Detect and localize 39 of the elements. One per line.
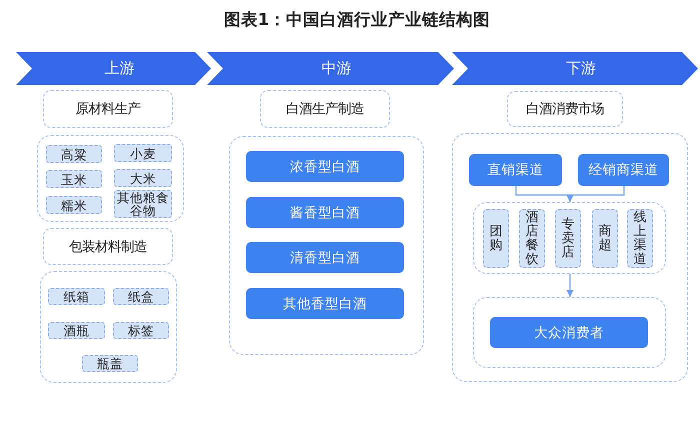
item-tag: 大米 xyxy=(114,169,172,187)
item-tag: 玉米 xyxy=(46,170,102,188)
item-tag: 小麦 xyxy=(114,144,172,162)
process-box: 大众消费者 xyxy=(490,317,648,348)
item-tag: 糯米 xyxy=(46,196,102,214)
group-frame xyxy=(473,202,666,274)
process-box: 其他香型白酒 xyxy=(246,288,404,319)
process-box: 清香型白酒 xyxy=(246,242,404,273)
group-frame xyxy=(229,136,424,355)
category-box: 白酒消费市场 xyxy=(507,91,623,127)
item-tag: 纸箱 xyxy=(48,288,105,305)
process-box: 经销商渠道 xyxy=(578,154,669,186)
process-box: 酱香型白酒 xyxy=(246,197,404,228)
item-tag: 高粱 xyxy=(46,145,102,163)
arrow xyxy=(566,274,574,297)
category-box: 包装材料制造 xyxy=(43,228,173,265)
stage-banner: 上游 xyxy=(16,52,211,85)
item-tag: 标签 xyxy=(113,322,169,339)
channel-tag: 团购 xyxy=(483,209,509,268)
item-tag: 瓶盖 xyxy=(82,355,138,372)
channel-tag: 线上渠道 xyxy=(627,209,653,268)
group-frame xyxy=(473,297,666,368)
item-tag: 纸盒 xyxy=(113,288,169,305)
stage-banner: 中游 xyxy=(207,52,454,85)
channel-tag: 商超 xyxy=(592,209,618,268)
item-tag: 酒瓶 xyxy=(48,322,105,339)
process-box: 直销渠道 xyxy=(469,154,562,186)
channel-tag: 酒店餐饮 xyxy=(519,209,545,268)
group-frame xyxy=(40,271,177,383)
arrow xyxy=(566,186,625,202)
channel-tag: 专卖店 xyxy=(555,209,581,268)
category-box: 白酒生产制造 xyxy=(260,90,390,128)
item-tag: 其他粮食谷物 xyxy=(114,190,172,218)
process-box: 浓香型白酒 xyxy=(246,151,404,182)
group-frame xyxy=(452,133,688,382)
title: 图表1：中国白酒行业产业链结构图 xyxy=(222,9,492,31)
group-frame xyxy=(37,135,184,222)
category-box: 原材料生产 xyxy=(43,90,173,128)
stage-banner: 下游 xyxy=(452,52,698,85)
